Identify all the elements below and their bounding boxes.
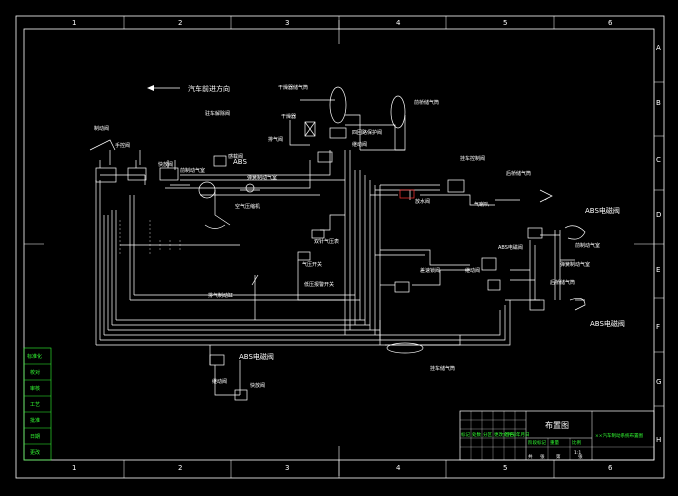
component-label: 挂车储气筒 <box>430 365 455 372</box>
row-label: F <box>656 323 660 331</box>
title-block: 布置图 ××汽车制动系统布置图 标记 处数 分区 更改文件号 签名 年月日 阶段… <box>459 410 655 461</box>
title-block-cell: 比例 <box>572 439 581 446</box>
side-table-cell: 校对 <box>30 369 40 376</box>
component-label: 弹簧制动气室 <box>560 261 590 268</box>
front-tank <box>390 95 406 129</box>
component-label: 排气制动缸 <box>208 292 233 299</box>
col-label: 2 <box>178 464 182 472</box>
col-label: 1 <box>72 464 76 472</box>
side-table-cell: 标准化 <box>27 353 42 360</box>
component-label: 干燥器储气筒 <box>278 84 308 91</box>
row-label: C <box>656 156 661 164</box>
component-label: 制动阀 <box>94 125 109 132</box>
component-label: 放水阀 <box>415 198 430 205</box>
side-table-cell: 工艺 <box>30 402 40 408</box>
col-label: 3 <box>285 19 289 27</box>
pipework <box>95 99 585 396</box>
component-label: 挂车控制阀 <box>460 155 485 162</box>
title-block-cell: 重量 <box>550 439 559 446</box>
component-label: ABS电磁阀 <box>498 244 523 251</box>
row-label: B <box>656 99 661 107</box>
col-label: 5 <box>503 19 507 27</box>
side-table-cell: 批准 <box>30 417 40 424</box>
row-label: E <box>656 266 660 274</box>
sheet-cell: 第 <box>556 453 561 460</box>
component-label: 继动阀 <box>465 267 480 274</box>
component-label: 前桥储气筒 <box>414 99 439 106</box>
drawing-name: ××汽车制动系统布置图 <box>595 432 644 439</box>
component-labels: 干燥器储气筒 干燥器 四回路保护阀 继动阀 前桥储气筒 驻车解除阀 排气阀 制动… <box>94 84 600 389</box>
component-label: 后桥储气筒 <box>550 279 575 286</box>
row-label: A <box>656 44 661 52</box>
component-label: 差速锁阀 <box>420 267 440 274</box>
brake-valve <box>95 167 117 183</box>
right-ruler: A B C D E F G H <box>654 44 664 444</box>
sheet-cell: 张 <box>540 453 545 460</box>
col-label: 2 <box>178 19 182 27</box>
direction-label: 汽车前进方向 <box>188 84 230 93</box>
col-label: 3 <box>285 464 289 472</box>
drawing-title: 布置图 <box>545 420 569 430</box>
side-table-cell: 日期 <box>30 434 40 440</box>
component-label: 后桥储气筒 <box>506 170 531 177</box>
dryer-tank <box>329 86 347 124</box>
col-label: 4 <box>396 464 401 472</box>
scale-value: 1:1 <box>574 450 581 456</box>
leader-lines <box>119 220 181 255</box>
component-label: 快放阀 <box>158 161 173 168</box>
component-label: 气压开关 <box>302 261 322 268</box>
title-block-cell: 签名 <box>505 431 514 438</box>
component-label: 继动阀 <box>212 378 227 385</box>
top-ruler: 1 2 3 4 5 6 <box>72 16 613 29</box>
component-label: 干燥器 <box>281 113 296 120</box>
component-label: 空气压缩机 <box>235 203 260 210</box>
side-table-cell: 审核 <box>30 385 40 392</box>
outer-frame <box>15 15 665 479</box>
col-label: 6 <box>608 464 613 472</box>
col-label: 5 <box>503 464 507 472</box>
component-label: 前制动气室 <box>180 167 205 174</box>
sheet-cell: 共 <box>528 453 533 460</box>
title-block-cell: 处数 <box>472 431 481 438</box>
component-label: 继动阀 <box>352 141 367 148</box>
component-label: 驻车解除阀 <box>205 110 230 117</box>
title-block-cell: 标记 <box>461 431 470 438</box>
component-label: 感载阀 <box>228 153 243 160</box>
bottom-ruler: 1 2 3 4 5 6 <box>72 460 613 478</box>
col-label: 4 <box>396 19 401 27</box>
title-block-cell: 更改文件号 <box>494 431 517 438</box>
component-label: 手控阀 <box>115 142 130 149</box>
row-label: H <box>656 436 661 444</box>
trailer-tank <box>386 342 424 354</box>
left-revision-table: 标准化 校对 审核 工艺 批准 日期 更改 <box>23 347 52 461</box>
title-block-cell: 年月日 <box>516 431 530 438</box>
col-label: 6 <box>608 19 613 27</box>
component-label: 低压报警开关 <box>304 281 334 288</box>
row-label: G <box>656 378 661 386</box>
component-label: 气喇叭 <box>474 201 489 208</box>
title-block-cell: 阶段标记 <box>528 439 546 446</box>
component-label: 快放阀 <box>250 382 265 389</box>
component-label: 双针气压表 <box>314 238 339 245</box>
title-block-cell: 分区 <box>483 431 492 438</box>
component-label: 排气阀 <box>268 136 283 143</box>
abs-label: ABS电磁阀 <box>239 352 274 361</box>
components <box>89 86 586 401</box>
row-label: D <box>656 211 661 219</box>
sheet-cell: 张 <box>578 453 583 460</box>
abs-label: ABS <box>233 158 247 166</box>
col-label: 1 <box>72 19 76 27</box>
abs-label: ABS电磁阀 <box>585 206 620 215</box>
front-brake-chamber <box>198 181 216 199</box>
side-table-cell: 更改 <box>30 449 40 456</box>
component-label: 弹簧制动气室 <box>247 174 277 181</box>
travel-direction-arrow: 汽车前进方向 <box>147 84 230 93</box>
component-label: 四回路保护阀 <box>352 129 382 136</box>
abs-label: ABS电磁阀 <box>590 319 625 328</box>
abs-labels: ABS ABS电磁阀 ABS电磁阀 ABS电磁阀 <box>233 158 625 361</box>
component-label: 前制动气室 <box>575 242 600 249</box>
